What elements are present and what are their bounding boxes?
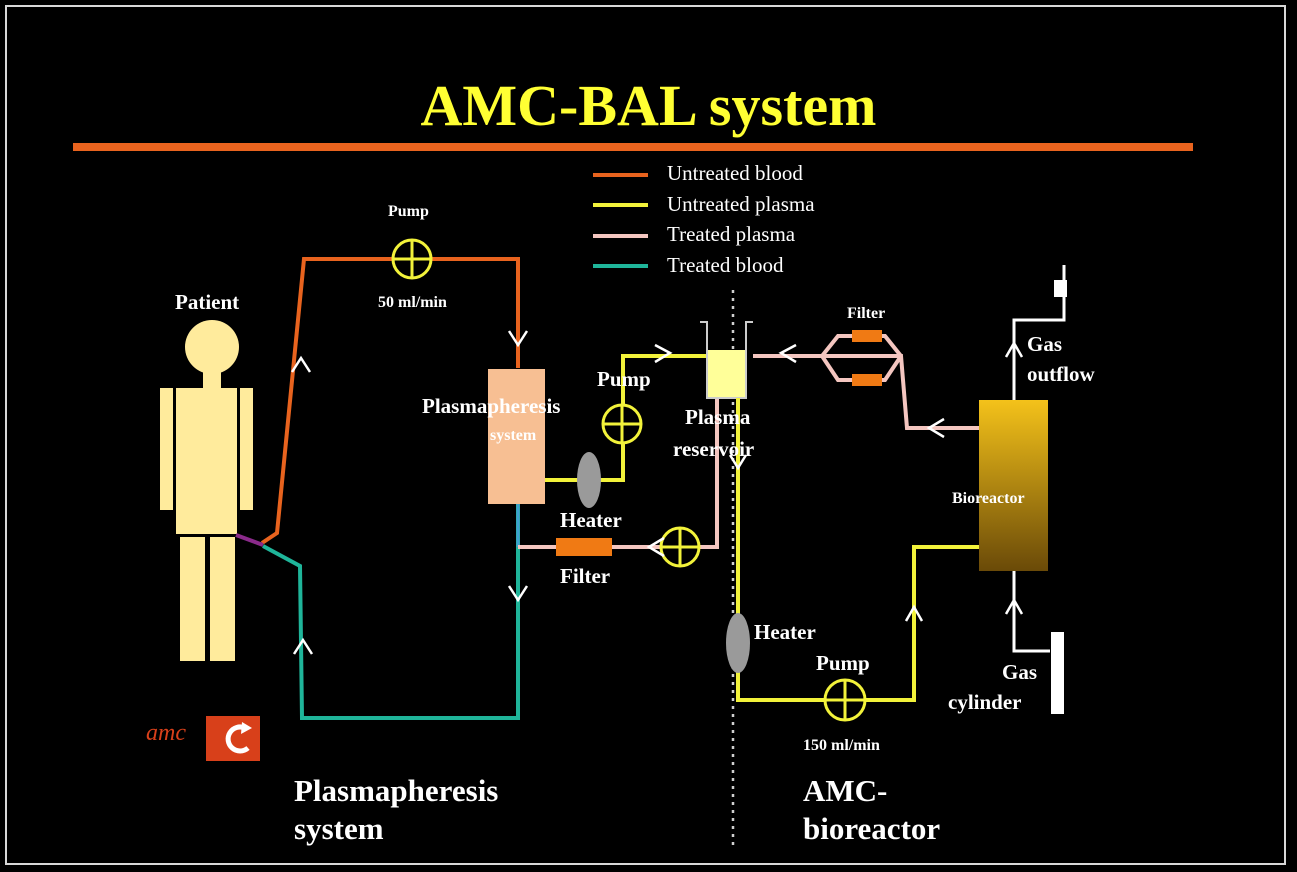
flow-arrow-down-1 [507,330,529,348]
patient-figure [160,320,253,661]
flow-arrow-up-5 [1004,597,1024,615]
catheter-connector [235,533,264,547]
heater-left [577,452,601,508]
legend-label-untreated-plasma: Untreated plasma [667,192,815,216]
flow-arrow-left-1 [778,343,797,364]
legend-label-untreated-blood: Untreated blood [667,161,803,185]
plasmapheresis-label-line2: system [490,427,537,444]
flow-arrow-down-2 [507,585,529,603]
plasma-reservoir [708,350,745,397]
section-left-label-line1: Plasmapheresis [294,773,499,808]
legend-label-treated-plasma: Treated plasma [667,222,796,246]
gas-cylinder-label-line1: Gas [1002,660,1038,684]
heater-right [726,613,750,673]
heater-left-label: Heater [560,508,622,532]
pump-top-rate-label: 50 ml/min [378,294,447,311]
flow-arrow-up-3 [904,604,924,622]
flow-arrow-left-2 [926,417,945,439]
plasma-reservoir-label-line2: reservoir [673,437,755,461]
flow-arrow-up-4 [1004,340,1024,358]
slide-title: AMC-BAL system [420,73,877,138]
filter-right-bottom [852,374,882,386]
filter-left-label: Filter [560,564,611,588]
gas-outflow-label-line2: outflow [1027,362,1095,386]
slide-frame [5,5,1286,865]
filter-right-top [852,330,882,342]
flow-arrow-left-3 [646,536,665,558]
section-right-label-line2: bioreactor [803,811,941,846]
filter-right-label: Filter [847,305,886,322]
plasmapheresis-label-line1: Plasmapheresis [422,394,561,418]
pump-mid-label: Pump [597,367,651,391]
logo-text: amc [146,720,186,746]
untreated-blood-line [260,257,520,545]
logo-swirl [225,724,250,754]
title-underline [73,143,1193,151]
flow-arrow-up-1 [290,355,312,373]
logo-box [206,716,260,761]
heater-right-label: Heater [754,620,816,644]
pump-top-label: Pump [388,203,429,220]
gas-outflow-bottle [1054,280,1067,297]
filter-left [556,538,612,556]
gas-cylinder [1051,632,1064,714]
section-right-label-line1: AMC- [803,773,888,808]
plasmapheresis-box [488,369,545,504]
plasma-reservoir-label-line1: Plasma [685,405,751,429]
gas-cylinder-label-line2: cylinder [948,690,1022,714]
flow-arrow-down-3 [728,454,748,471]
treated-plasma-line-from-reservoir [700,396,719,549]
pump-bottom-label: Pump [816,651,870,675]
flow-arrow-up-2 [292,637,314,655]
pump-bottom-rate-label: 150 ml/min [803,737,880,754]
flow-arrow-right-1 [654,343,673,364]
patient-label: Patient [175,290,240,314]
gas-outflow-label-line1: Gas [1027,332,1063,356]
section-left-label-line2: system [294,811,384,846]
bioreactor [979,400,1048,571]
treated-blood-line [262,504,520,720]
legend-label-treated-blood: Treated blood [667,253,784,277]
reservoir-outline [700,321,753,399]
treated-plasma-line-from-bioreactor [753,354,979,430]
untreated-plasma-line-to-bioreactor [736,398,979,702]
bioreactor-label: Bioreactor [952,490,1025,507]
